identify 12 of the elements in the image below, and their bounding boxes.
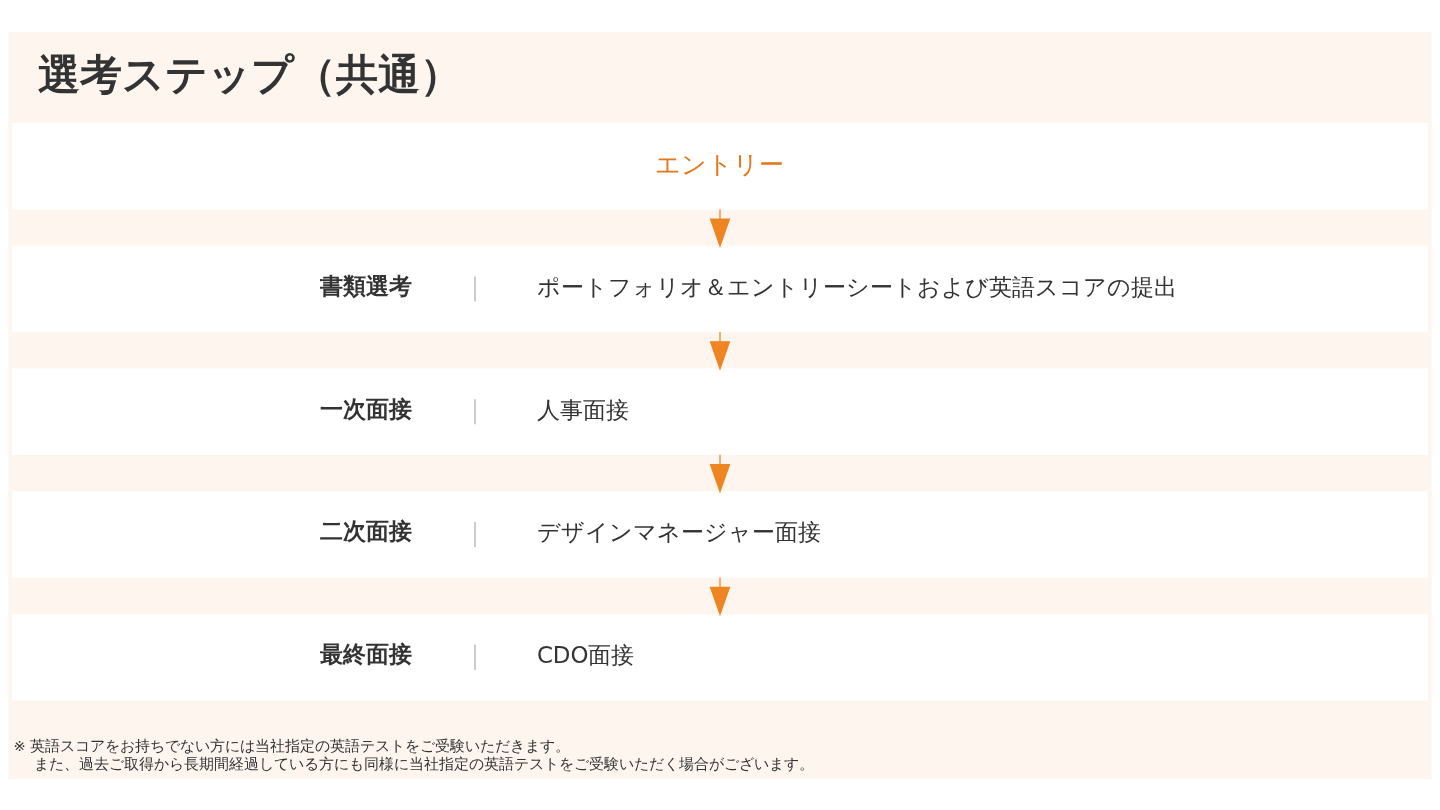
- arrow: [709, 576, 731, 616]
- node-box: 二次面接 デザインマネージャー面接: [12, 490, 1428, 578]
- node-box: 最終面接 CDO面接: [12, 613, 1428, 700]
- node-box: 書類選考 ポートフォリオ＆エントリーシートおよび英語スコアの提出: [12, 245, 1428, 332]
- arrow: [709, 330, 731, 371]
- label: ※ 英語スコアをお持ちでない方には当社指定の英語テストをご受験いただきます。: [13, 736, 571, 754]
- arrow: [709, 208, 731, 248]
- diagram-title: 選考ステップ（共通）: [37, 49, 462, 99]
- node-box: 一次面接 人事面接: [12, 368, 1428, 455]
- label: また、過去ご取得から長期間経過している方にも同様に当社指定の英語テストをご受験いただく場合がございます。: [34, 754, 815, 772]
- arrow: [709, 453, 731, 494]
- node-box: エントリー: [12, 122, 1428, 209]
